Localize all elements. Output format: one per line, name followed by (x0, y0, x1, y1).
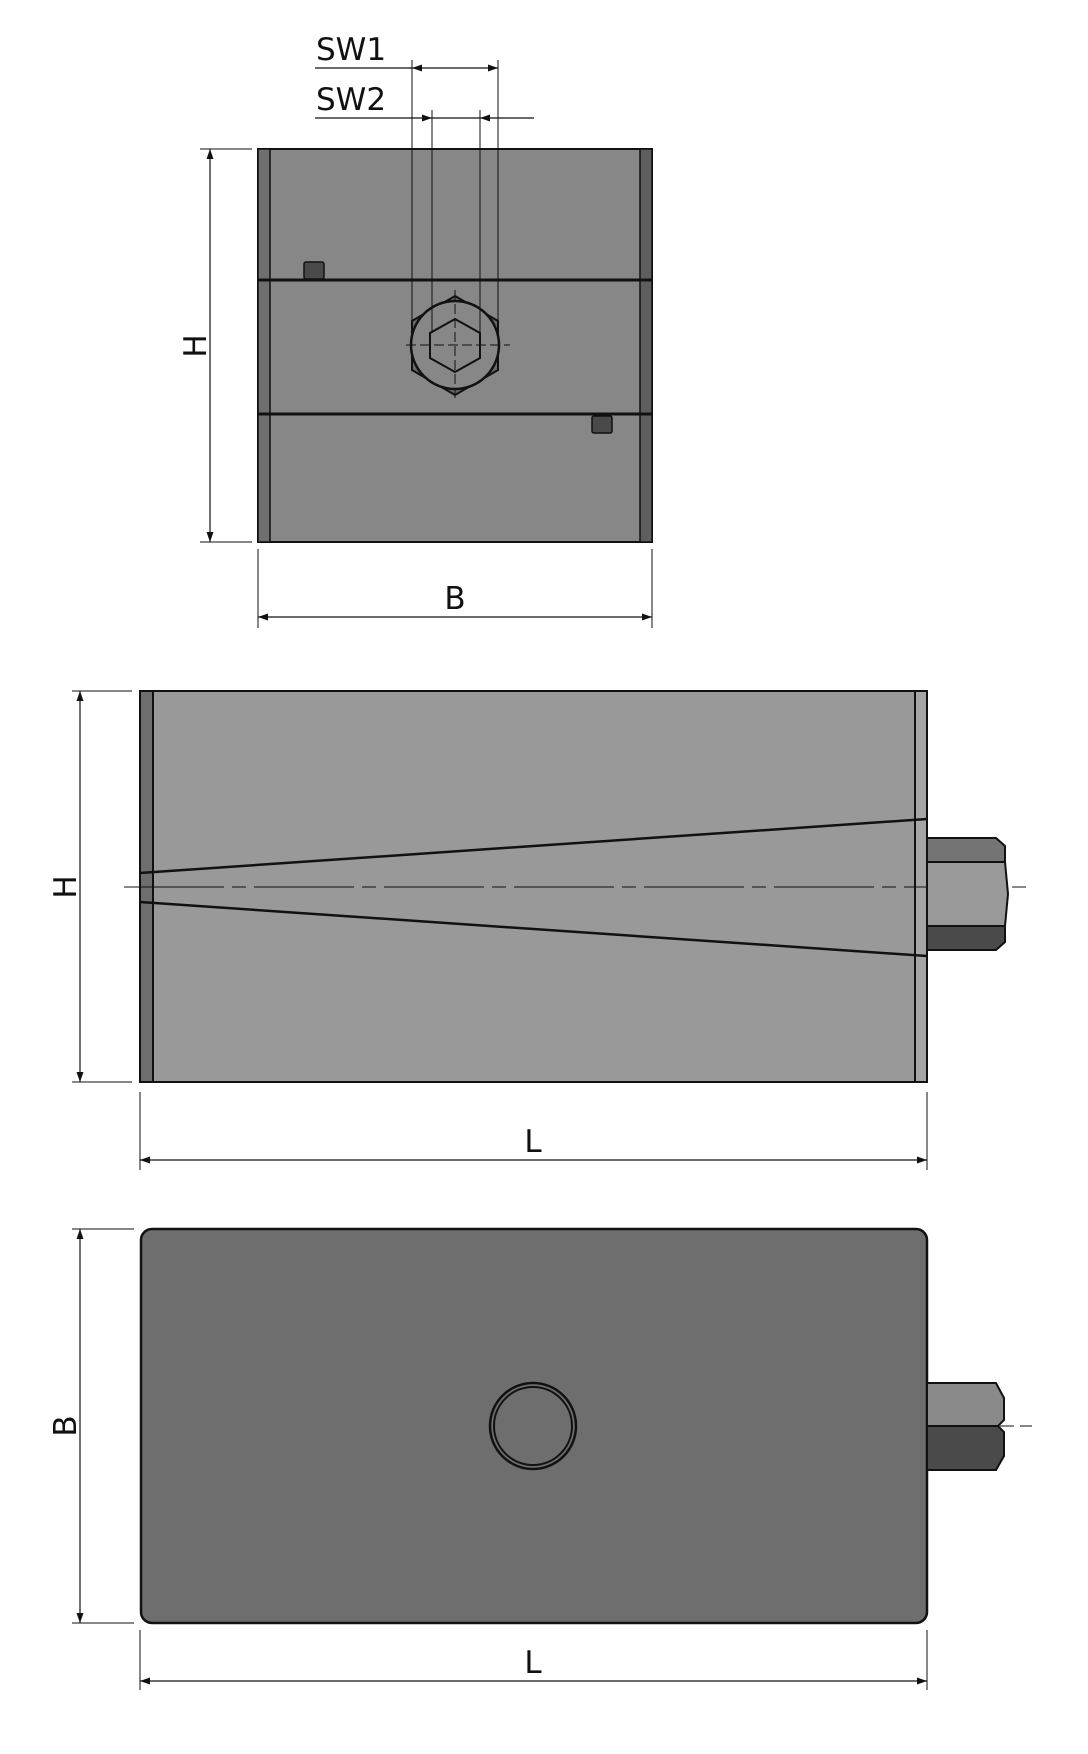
dim-side-height-label: H (48, 875, 84, 898)
circle-bore-icon (488, 1381, 578, 1471)
dim-front-height-label: H (178, 334, 214, 357)
hex-nut-top-icon (926, 1382, 1032, 1471)
front-left-plate (257, 148, 271, 543)
front-key-upper (303, 261, 325, 280)
side-view: H L (48, 690, 1030, 1170)
front-right-plate (639, 148, 653, 543)
dim-top-length-label: L (524, 1645, 542, 1681)
dim-front-width-label: B (444, 581, 465, 617)
wedge-lower-line (139, 900, 928, 958)
dim-sw1-label: SW1 (316, 32, 386, 68)
hex-nut-side-icon (926, 837, 1010, 951)
front-view: SW1 SW2 H B (178, 32, 653, 628)
wedge-upper-line (139, 817, 928, 875)
dim-top-width-label: B (48, 1415, 84, 1436)
dim-sw2-label: SW2 (316, 82, 386, 118)
front-key-lower (591, 415, 613, 434)
top-body (139, 1227, 929, 1625)
dim-side-length-label: L (524, 1124, 542, 1160)
top-view: B L (48, 1227, 1032, 1690)
